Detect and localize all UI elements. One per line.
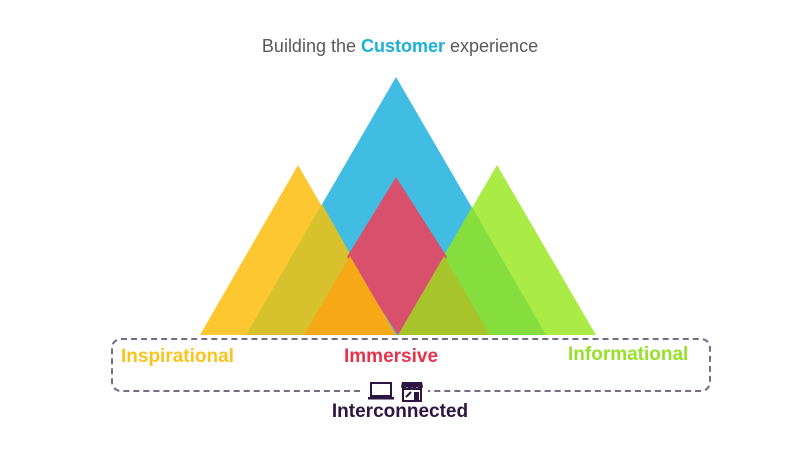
title-accent: Customer [361, 36, 446, 56]
title-suffix: experience [445, 36, 539, 56]
orange-overlap [304, 256, 396, 335]
label-inspirational: Inspirational [121, 346, 234, 367]
laptop-icon [367, 381, 395, 406]
storefront-icon [400, 380, 424, 407]
label-immersive: Immersive [344, 346, 439, 367]
label-interconnected: Interconnected [331, 401, 469, 422]
foundation-icons [362, 381, 428, 405]
diagram-title: Building the Customer experience [0, 36, 800, 57]
olive-overlap [398, 256, 490, 335]
label-informational: Informational [568, 344, 689, 365]
title-prefix: Building the [261, 36, 361, 56]
